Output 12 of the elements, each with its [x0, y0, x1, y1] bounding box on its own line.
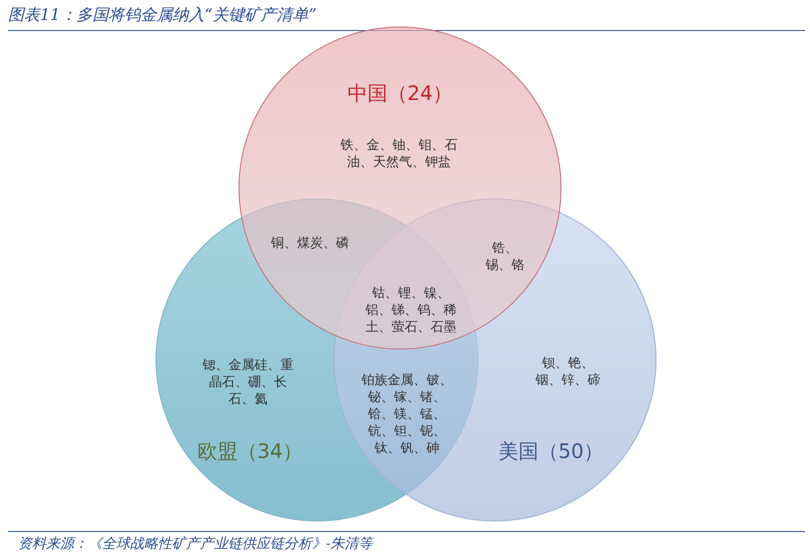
mineral-list: 锆、锡、铬 [484, 240, 526, 274]
mineral-list: 锶、金属硅、重晶石、硼、长石、氦 [200, 357, 296, 408]
mineral-list: 铂族金属、铍、铋、镓、锗、铪、镁、锰、钪、钽、铌、钛、钒、砷 [360, 372, 454, 457]
set-label: 欧盟（34） [197, 439, 303, 463]
mineral-list: 钡、铯、铟、锌、碲 [534, 355, 602, 389]
figure-title: 图表11：多国将钨金属纳入“关键矿产清单” [8, 5, 317, 26]
set-label: 美国（50） [498, 439, 604, 463]
mineral-list: 铁、金、铀、钼、石油、天然气、钾盐 [338, 137, 460, 171]
mineral-list: 钴、锂、镍、铝、锑、钨、稀土、萤石、石墨 [364, 285, 458, 336]
source-note: 资料来源：《全球战略性矿产产业链供应链分析》-朱清等 [18, 535, 373, 553]
set-label: 中国（24） [347, 81, 453, 105]
mineral-list: 铜、煤炭、磷 [271, 235, 349, 252]
